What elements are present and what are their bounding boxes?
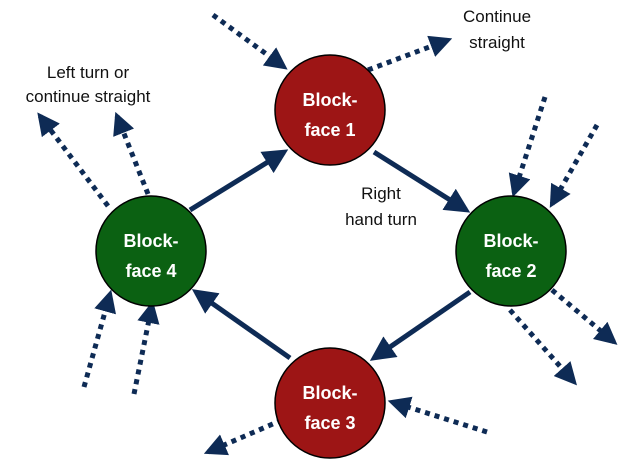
dotted-arrow-out-b4-a [37, 112, 110, 208]
dotted-arrows [37, 12, 618, 456]
node-circle [95, 195, 207, 307]
dotted-arrow-out-b3 [203, 417, 283, 456]
node-label-line1: Block- [302, 90, 357, 110]
node-circle [274, 54, 386, 166]
node-label-line2: face 2 [485, 261, 536, 281]
annotation-line1: Left turn or [47, 63, 130, 82]
dotted-arrow-in-b2-a [508, 96, 548, 198]
node-label-line1: Block- [123, 231, 178, 251]
node-label-line2: face 4 [125, 261, 176, 281]
dotted-arrow-in-b4-b [131, 300, 160, 395]
annotation-left-turn: Left turn or continue straight [26, 63, 151, 106]
node-label-line2: face 1 [304, 120, 355, 140]
dotted-arrow-out-b4-b [113, 111, 151, 195]
arrow-b2-to-b3 [369, 289, 472, 361]
dotted-arrow-in-b2-b [549, 123, 600, 208]
node-label-line1: Block- [302, 383, 357, 403]
annotation-line1: Continue [463, 7, 531, 26]
annotation-line1: Right [361, 184, 401, 203]
node-block-face-2: Block- face 2 [455, 195, 567, 307]
node-label-line2: face 3 [304, 413, 355, 433]
dotted-arrow-out-b1 [367, 35, 453, 73]
dotted-arrow-in-b1 [211, 12, 288, 70]
node-block-face-4: Block- face 4 [95, 195, 207, 307]
node-block-face-1: Block- face 1 [274, 54, 386, 166]
cycle-arrows [188, 149, 472, 361]
dotted-arrow-in-b3 [387, 396, 488, 435]
dotted-arrow-out-b2-b [508, 308, 577, 386]
node-block-face-3: Block- face 3 [274, 347, 386, 459]
node-label-line1: Block- [483, 231, 538, 251]
annotation-line2: hand turn [345, 210, 417, 229]
dotted-arrow-out-b2-a [550, 288, 618, 345]
node-circle [455, 195, 567, 307]
annotation-right-hand-turn: Right hand turn [345, 184, 417, 229]
arrow-b4-to-b1 [188, 149, 289, 213]
node-circle [274, 347, 386, 459]
arrow-b3-to-b4 [191, 289, 292, 361]
dotted-arrow-in-b4-a [81, 289, 116, 388]
annotation-line2: continue straight [26, 87, 151, 106]
arrow-b1-to-b2 [372, 149, 471, 213]
annotation-continue-straight: Continue straight [463, 7, 531, 52]
annotation-line2: straight [469, 33, 525, 52]
